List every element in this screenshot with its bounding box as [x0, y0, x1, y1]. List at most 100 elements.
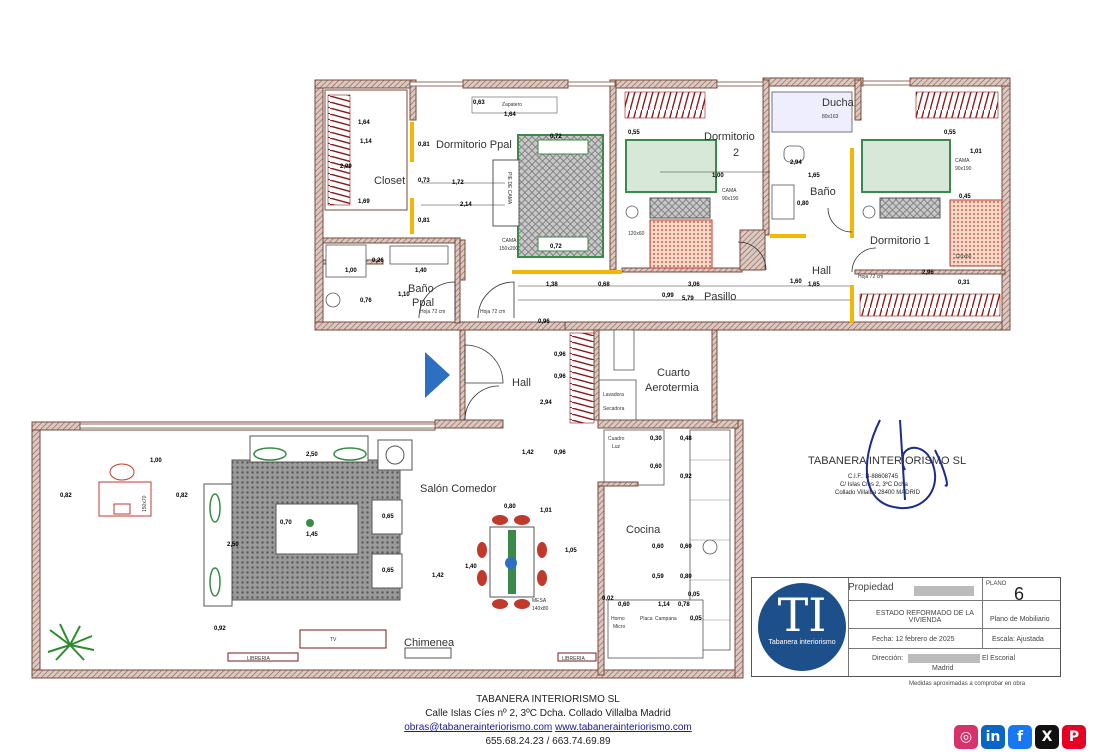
dim-65: 0,60 — [618, 602, 630, 608]
dim-45: 1,00 — [150, 458, 162, 464]
entry-arrow — [425, 352, 450, 398]
dim-44: 0,82 — [176, 493, 188, 499]
footer-address: Calle Islas Cíes nº 2, 3ºC Dcha. Collado… — [425, 708, 671, 719]
room-dormitorio-2b: 2 — [733, 147, 739, 159]
label-desk-d1: 120x60 — [955, 254, 972, 260]
dim-6: 0,73 — [418, 178, 430, 184]
label-lavadora-2: Secadora — [603, 406, 625, 412]
room-ducha-size: 80x163 — [822, 114, 839, 120]
dim-69: 0,60 — [652, 544, 664, 550]
closets-top — [324, 89, 1001, 424]
room-dormitorio-2a: Dormitorio — [704, 131, 755, 143]
instagram-icon[interactable]: ◎ — [954, 725, 978, 749]
dim-53: 0,80 — [504, 504, 516, 510]
stamp-address-1: C/ Islas Cíes 2, 3ºC Dcha — [840, 481, 909, 488]
dim-20: 0,80 — [797, 201, 809, 207]
x-icon[interactable]: X — [1035, 725, 1059, 749]
plano-label: PLANO — [986, 581, 1007, 587]
dim-67: 0,78 — [678, 602, 690, 608]
label-hoja-72-a: Hoja 72 cm — [420, 309, 445, 315]
label-cama-d2-size: 90x190 — [722, 196, 739, 202]
room-labels: Dormitorio Ppal Closet Baño Ppal Dormito… — [374, 97, 930, 649]
dim-42: 2,50 — [306, 452, 318, 458]
label-lavadora: Lavadora — [603, 392, 624, 398]
dim-68: 0,05 — [690, 616, 702, 622]
dim-18: 2,94 — [790, 160, 802, 166]
dining-table — [477, 515, 547, 609]
dim-8: 2,14 — [460, 202, 472, 208]
dim-54: 1,01 — [540, 508, 552, 514]
bed-dorm1 — [861, 139, 951, 219]
dim-62: 0,80 — [680, 574, 692, 580]
footer-web-link[interactable]: www.tabanerainteriorismo.com — [555, 722, 692, 733]
dim-1: 1,64 — [358, 120, 370, 126]
dim-64: 0,02 — [602, 596, 614, 602]
room-cocina: Cocina — [626, 524, 661, 536]
plano-number: 6 — [1014, 584, 1025, 604]
dim-39: 2,94 — [540, 400, 552, 406]
dim-36: 0,96 — [538, 319, 550, 325]
project-name: ESTADO REFORMADO DE LA VIVIENDA — [876, 610, 974, 624]
pinterest-icon[interactable]: P — [1062, 725, 1086, 749]
footer-phones: 655.68.24.23 / 663.74.69.89 — [485, 736, 611, 747]
footer-email-link[interactable]: obras@tabanerainteriorismo.com — [404, 722, 553, 733]
dim-29: 1,38 — [546, 282, 558, 288]
facebook-icon[interactable]: f — [1008, 725, 1032, 749]
stamp-address-2: Collado Villalba 28400 MADRID — [835, 490, 921, 496]
social-icons: ◎ in f X P — [954, 725, 1086, 749]
label-placa: Placa — [640, 616, 653, 622]
dim-10: 0,63 — [473, 100, 485, 106]
dim-28: 1,10 — [398, 292, 410, 298]
dim-3: 2,99 — [340, 164, 352, 170]
dim-4: 1,69 — [358, 199, 370, 205]
label-hoja-72-b: Hoja 72 cm — [480, 309, 505, 315]
label-libreria-left: LIBRERIA — [247, 656, 270, 662]
desk-dorm2 — [649, 219, 713, 269]
label-mesa: MESA — [532, 598, 547, 604]
linkedin-icon[interactable]: in — [981, 725, 1005, 749]
label-cama-ppal: CAMA — [502, 238, 517, 244]
label-mesa-size: 140x80 — [532, 606, 549, 612]
dim-58: 0,60 — [650, 464, 662, 470]
entry-door — [464, 344, 504, 421]
room-pasillo: Pasillo — [704, 291, 736, 303]
label-pie-de-cama: PIE DE CAMA — [506, 172, 512, 205]
dim-12: 0,72 — [550, 134, 562, 140]
dim-19: 1,65 — [808, 173, 820, 179]
dim-7: 1,72 — [452, 180, 464, 186]
room-salon: Salón Comedor — [420, 483, 497, 495]
dim-34: 1,60 — [790, 279, 802, 285]
room-closet: Closet — [374, 175, 405, 187]
dim-2: 1,14 — [360, 139, 372, 145]
dim-66: 1,14 — [658, 602, 670, 608]
logo-text: Tabanera interiorismo — [768, 639, 836, 646]
direccion-label: Dirección: — [872, 655, 904, 662]
direccion-end: El Escorial — [982, 655, 1016, 662]
tb-divider-3 — [848, 648, 1060, 649]
salon-furniture — [98, 435, 413, 649]
label-cama-d1-size: 90x190 — [955, 166, 972, 172]
tb-divider-v1 — [848, 578, 849, 676]
room-bano-ppal-1: Baño — [408, 283, 434, 295]
title-block: TI Tabanera interiorismo Propiedad PLANO… — [751, 577, 1061, 687]
dim-63: 0,05 — [688, 592, 700, 598]
dim-21: 0,45 — [959, 194, 971, 200]
plant-icon — [47, 623, 95, 661]
dim-32: 0,99 — [662, 293, 674, 299]
room-dormitorio-1: Dormitorio 1 — [870, 235, 930, 247]
salon-window — [79, 423, 436, 429]
label-desk-d2: 120x60 — [628, 231, 645, 237]
stamp-name: TABANERA INTERIORISMO SL — [808, 455, 966, 467]
dim-13: 0,72 — [550, 244, 562, 250]
dim-15: 1,00 — [712, 173, 724, 179]
propiedad-label: Propiedad — [848, 582, 894, 593]
room-cuarto-b: Aerotermia — [645, 382, 700, 394]
kitchen-counter — [690, 459, 730, 621]
dim-16: 0,55 — [944, 130, 956, 136]
signature-scribble — [865, 419, 948, 510]
dim-57: 0,30 — [650, 436, 662, 442]
label-libreria-right: LIBRERIA — [562, 656, 585, 662]
redacted-address — [908, 654, 980, 663]
libreria-right-strip — [557, 652, 597, 662]
